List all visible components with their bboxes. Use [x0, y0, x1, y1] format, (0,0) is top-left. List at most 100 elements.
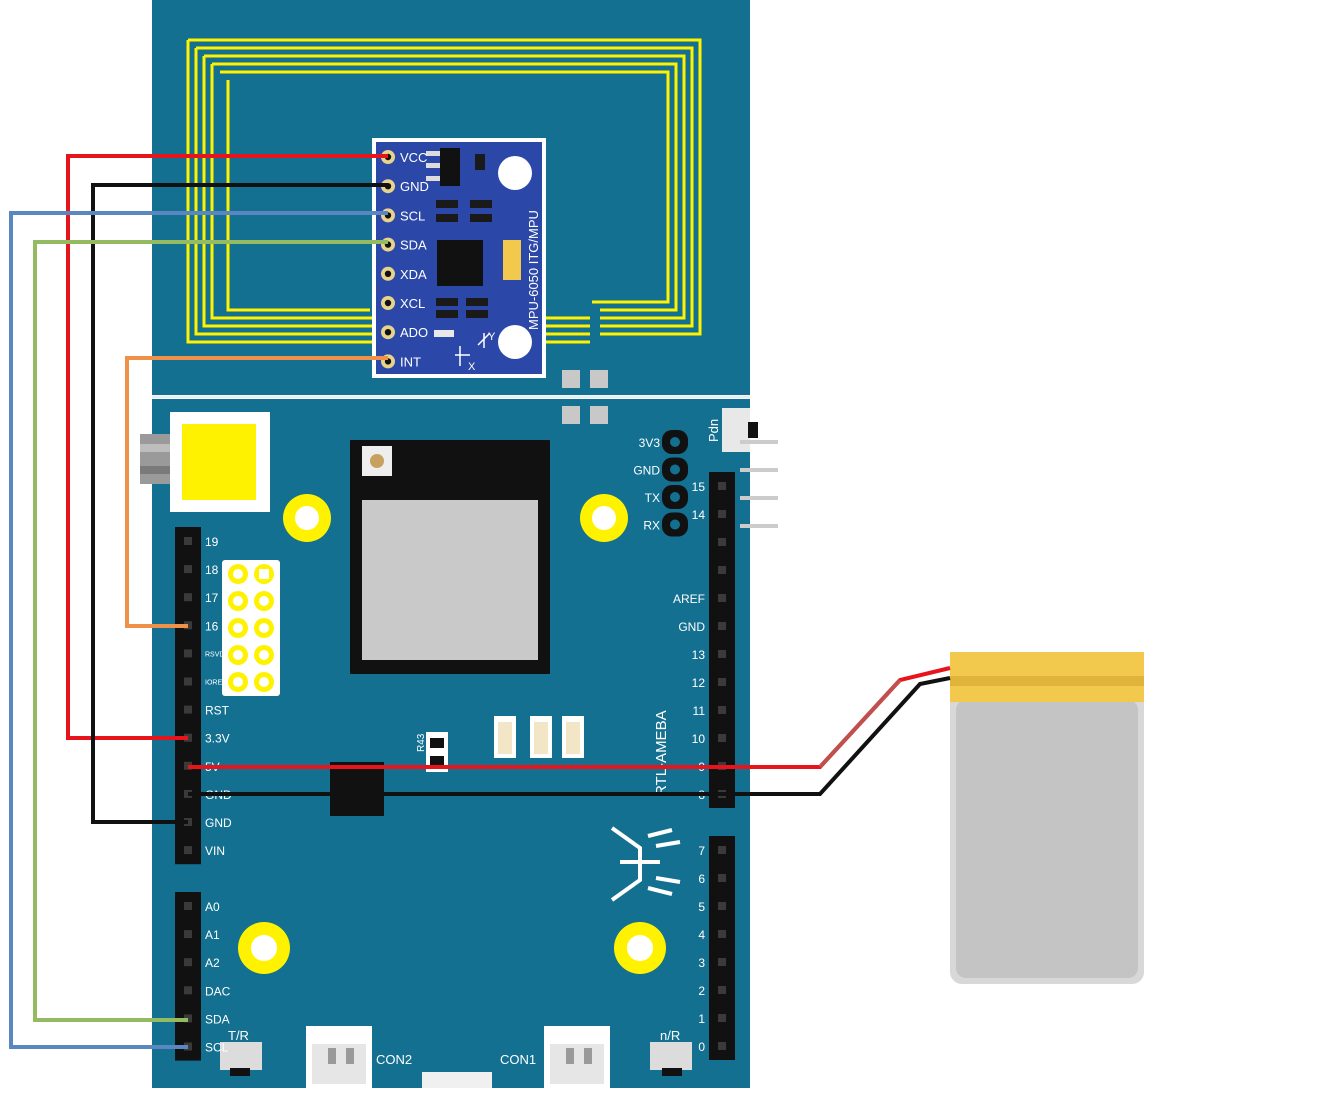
mpu6050-module: MPU-6050 ITG/MPU X Y VCCGNDSCLSDAXDAXCLA… — [372, 138, 546, 378]
jtag-pad-hole — [233, 677, 243, 687]
axis-y-arrow — [477, 332, 491, 348]
pin-hole — [384, 270, 392, 277]
header-pin-label: 15 — [692, 480, 706, 494]
header-pin-label: A2 — [205, 956, 220, 970]
jtag-pad-hole — [233, 623, 243, 633]
mounting-holes — [238, 494, 666, 974]
header-pin — [718, 846, 726, 854]
header-pin-label: 12 — [692, 676, 706, 690]
header-pin-label: AREF — [673, 592, 705, 606]
header-pin — [718, 678, 726, 686]
header-pin-label: 3 — [698, 956, 705, 970]
jtag-pad-hole — [233, 596, 243, 606]
axis-x-label: X — [468, 361, 476, 373]
header-body — [175, 527, 201, 865]
axis-x-arrow — [455, 346, 470, 366]
header-pin-label: 19 — [205, 535, 219, 549]
header-pin-label: 7 — [698, 844, 705, 858]
header-pin-label: 16 — [205, 619, 219, 633]
right-bottom-header: 7 6 5 4 3 2 1 0 — [698, 836, 735, 1060]
jtag-pad-hole — [259, 596, 269, 606]
header-pin — [184, 537, 192, 545]
header-pin-label: 4 — [698, 928, 705, 942]
resistor-label: R43 — [416, 733, 427, 752]
header-pin — [184, 705, 192, 714]
header-pin-small-label: IOREF — [205, 680, 226, 687]
header-pin — [718, 958, 726, 966]
header-pin — [184, 958, 192, 967]
tr-label: T/R — [228, 1028, 249, 1043]
header-pin — [184, 930, 192, 939]
header-pin-label: 3.3V — [205, 732, 230, 746]
con2-label: CON2 — [376, 1052, 412, 1067]
con1-label: CON1 — [500, 1052, 536, 1067]
uart-pin-label: GND — [633, 464, 660, 478]
sensor-pin-xcl: XCL — [381, 296, 425, 311]
wifi-module — [350, 440, 550, 674]
header-pin — [718, 538, 726, 546]
jtag-pad-hole — [259, 677, 269, 687]
jtag-pad-hole — [259, 623, 269, 633]
header-pin-label: 5 — [698, 900, 705, 914]
header-pin-label: 18 — [205, 563, 219, 577]
antenna-connector — [140, 412, 270, 512]
header-pin — [718, 650, 726, 658]
header-pin — [718, 1042, 726, 1050]
sensor-chip-label: MPU-6050 ITG/MPU — [526, 210, 541, 330]
uart-pin-hole — [670, 437, 680, 447]
header-pin-label: 6 — [698, 872, 705, 886]
wire-battery-negative — [188, 676, 951, 796]
sensor-pin-label: ADO — [400, 325, 428, 340]
header-pin-label: GND — [205, 816, 232, 830]
pin-headers: 19181716RST3.3V5VGNDGNDVINRSVDIOREFA0A1A… — [175, 430, 735, 1061]
header-pin-label: DAC — [205, 984, 231, 998]
sensor-pin-label: XDA — [400, 267, 427, 282]
sensor-pin-ado: ADO — [381, 325, 428, 340]
header-pin-label: GND — [678, 620, 705, 634]
header-pin — [718, 930, 726, 938]
header-pin-label: SDA — [205, 1012, 230, 1026]
wire-sda-to-sda — [33, 240, 388, 1022]
jtag-pad-hole — [233, 569, 243, 579]
uart-pin-label: TX — [645, 491, 660, 505]
jtag-pad-hole — [259, 650, 269, 660]
header-pin-label: 11 — [693, 704, 706, 718]
pdn-switch: Pdn — [706, 408, 778, 528]
header-pin — [718, 594, 726, 602]
wire-vcc-to-3v3 — [66, 154, 388, 740]
uart-pin-label: 3V3 — [639, 436, 661, 450]
header-pin — [718, 622, 726, 630]
header-pin-label: 1 — [698, 1012, 705, 1026]
header-pin — [718, 734, 726, 742]
wires — [9, 154, 951, 1049]
sensor-pin-label: XCL — [400, 296, 425, 311]
resistor-r43: R43 — [416, 732, 448, 772]
header-pin-label: 17 — [205, 591, 219, 605]
wire-scl-to-scl — [9, 211, 388, 1049]
header-pin — [718, 1014, 726, 1022]
header-body — [709, 472, 735, 808]
pin-hole — [384, 299, 392, 307]
header-pin — [718, 986, 726, 994]
header-pin-label: 2 — [698, 984, 705, 998]
header-pin-label: 0 — [698, 1040, 705, 1054]
header-pin — [184, 593, 192, 602]
header-body — [709, 836, 735, 1060]
header-body — [175, 892, 201, 1061]
lipo-battery — [950, 652, 1144, 984]
wire-battery-positive-lead — [818, 678, 902, 769]
uart-pin-hole — [670, 519, 680, 530]
jtag-pad-hole — [233, 650, 243, 660]
sensor-pin-scl: SCL — [381, 208, 425, 223]
sensor-pin-sda: SDA — [381, 237, 427, 253]
leds — [494, 716, 584, 758]
header-pin-label: VIN — [205, 844, 225, 858]
sensor-pin-label: SCL — [400, 208, 425, 223]
test-pads — [562, 370, 608, 424]
header-pin-label: 14 — [692, 508, 706, 522]
